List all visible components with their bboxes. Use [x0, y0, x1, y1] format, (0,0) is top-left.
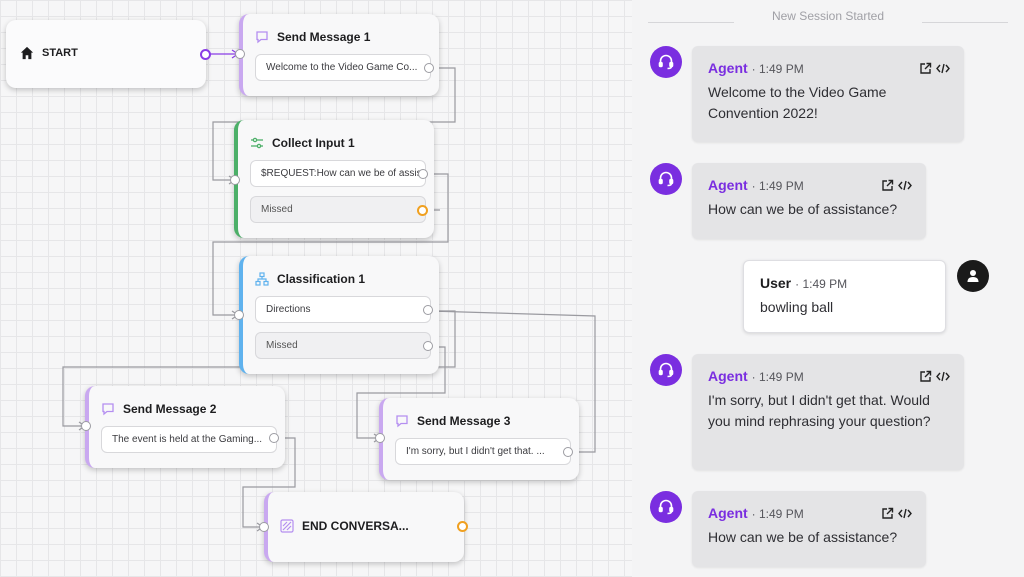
send-message-1-input-port[interactable] [235, 49, 245, 59]
message-text: I'm sorry, but I didn't get that. Would … [708, 392, 931, 429]
message-text: Welcome to the Video Game Convention 202… [708, 84, 887, 121]
sender-name: Agent [708, 505, 748, 521]
chat-bubble-icon [395, 414, 409, 428]
code-icon[interactable] [936, 370, 950, 383]
code-icon[interactable] [898, 507, 912, 520]
message-field[interactable]: I'm sorry, but I didn't get that. ... [395, 438, 571, 465]
session-divider: New Session Started [648, 8, 1008, 26]
agent-message: Agent· 1:49 PM Welcome to the Video Game… [692, 46, 964, 142]
node-title: END CONVERSA... [302, 519, 409, 533]
collect-input-1-node[interactable]: Collect Input 1 $REQUEST:How can we be o… [234, 120, 434, 238]
person-icon [957, 260, 989, 292]
missed-field[interactable]: Missed [255, 332, 431, 359]
agent-message: Agent· 1:49 PM How can we be of assistan… [692, 163, 926, 239]
timestamp: · 1:49 PM [795, 277, 848, 291]
start-output-port[interactable] [200, 49, 211, 60]
collect-input-1-output-port[interactable] [418, 169, 428, 179]
chat-bubble-icon [101, 402, 115, 416]
flow-canvas[interactable]: START Send Message 1 Welcome to the Vide… [0, 0, 632, 577]
collect-input-1-missed-port[interactable] [417, 205, 428, 216]
hierarchy-icon [255, 272, 269, 286]
sliders-icon [250, 136, 264, 150]
message-text: bowling ball [760, 299, 834, 315]
sender-name: Agent [708, 368, 748, 384]
start-node[interactable]: START [6, 20, 206, 88]
send-message-2-node[interactable]: Send Message 2 The event is held at the … [85, 386, 285, 468]
end-conversation-input-port[interactable] [259, 522, 269, 532]
request-field[interactable]: $REQUEST:How can we be of assistance? [250, 160, 426, 187]
message-field[interactable]: Welcome to the Video Game Co... [255, 54, 431, 81]
timestamp: · 1:49 PM [751, 370, 804, 384]
end-flag-icon [280, 519, 294, 533]
send-message-3-output-port[interactable] [563, 447, 573, 457]
external-link-icon[interactable] [881, 179, 894, 192]
headset-icon [650, 354, 682, 386]
code-icon[interactable] [936, 62, 950, 75]
external-link-icon[interactable] [919, 62, 932, 75]
send-message-2-output-port[interactable] [269, 433, 279, 443]
node-title: Collect Input 1 [272, 136, 355, 150]
code-icon[interactable] [898, 179, 912, 192]
send-message-2-input-port[interactable] [81, 421, 91, 431]
send-message-1-node[interactable]: Send Message 1 Welcome to the Video Game… [239, 14, 439, 96]
missed-field[interactable]: Missed [250, 196, 426, 223]
send-message-3-input-port[interactable] [375, 433, 385, 443]
headset-icon [650, 46, 682, 78]
headset-icon [650, 491, 682, 523]
agent-message: Agent· 1:49 PM How can we be of assistan… [692, 491, 926, 567]
end-conversation-node[interactable]: END CONVERSA... [264, 492, 464, 562]
classification-1-directions-port[interactable] [423, 305, 433, 315]
external-link-icon[interactable] [919, 370, 932, 383]
send-message-1-output-port[interactable] [424, 63, 434, 73]
send-message-3-node[interactable]: Send Message 3 I'm sorry, but I didn't g… [379, 398, 579, 480]
sender-name: User [760, 275, 792, 291]
collect-input-1-input-port[interactable] [230, 175, 240, 185]
user-message: User· 1:49 PM bowling ball [743, 260, 946, 333]
external-link-icon[interactable] [881, 507, 894, 520]
message-text: How can we be of assistance? [708, 201, 898, 217]
classification-1-input-port[interactable] [234, 310, 244, 320]
start-label: START [42, 47, 78, 59]
node-title: Send Message 3 [417, 414, 511, 428]
agent-message: Agent· 1:49 PM I'm sorry, but I didn't g… [692, 354, 964, 470]
timestamp: · 1:49 PM [751, 62, 804, 76]
sender-name: Agent [708, 60, 748, 76]
end-conversation-output-port[interactable] [457, 521, 468, 532]
classification-1-node[interactable]: Classification 1 Directions Missed [239, 256, 439, 374]
classification-1-missed-port[interactable] [423, 341, 433, 351]
message-text: How can we be of assistance? [708, 529, 898, 545]
node-title: Send Message 2 [123, 402, 217, 416]
session-label: New Session Started [771, 9, 885, 23]
timestamp: · 1:49 PM [751, 179, 804, 193]
timestamp: · 1:49 PM [751, 507, 804, 521]
chat-transcript-panel[interactable]: New Session Started Agent· 1:49 PM Welco… [632, 0, 1024, 577]
sender-name: Agent [708, 177, 748, 193]
chat-bubble-icon [255, 30, 269, 44]
node-title: Send Message 1 [277, 30, 371, 44]
headset-icon [650, 163, 682, 195]
directions-field[interactable]: Directions [255, 296, 431, 323]
home-icon [20, 46, 34, 60]
message-field[interactable]: The event is held at the Gaming... [101, 426, 277, 453]
node-title: Classification 1 [277, 272, 366, 286]
